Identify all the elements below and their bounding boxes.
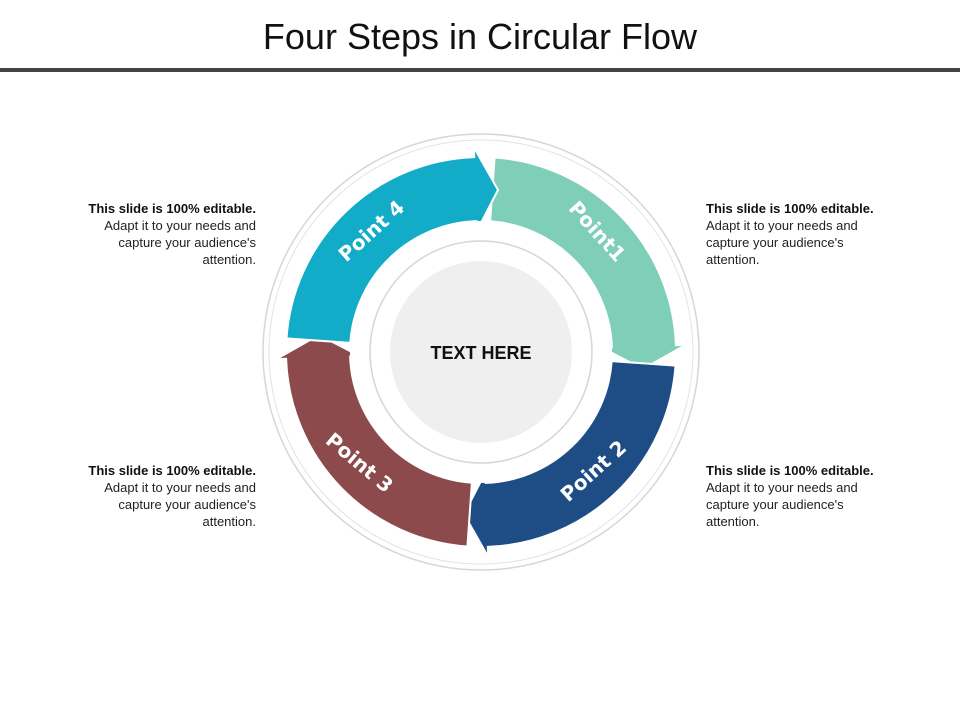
description-heading: This slide is 100% editable. — [88, 463, 256, 478]
center-hub — [390, 261, 572, 443]
center-text: TEXT HERE — [430, 343, 531, 363]
description-heading: This slide is 100% editable. — [706, 201, 874, 216]
slide-title: Four Steps in Circular Flow — [262, 16, 698, 57]
title-divider — [0, 68, 960, 72]
description-heading: This slide is 100% editable. — [88, 201, 256, 216]
description-top-left: This slide is 100% editable. Adapt it to… — [66, 200, 256, 268]
description-body: Adapt it to your needs and capture your … — [706, 218, 858, 267]
outer-ring-inner — [268, 139, 694, 565]
description-bottom-left: This slide is 100% editable. Adapt it to… — [66, 462, 256, 530]
description-heading: This slide is 100% editable. — [706, 463, 874, 478]
description-top-right: This slide is 100% editable. Adapt it to… — [706, 200, 896, 268]
description-body: Adapt it to your needs and capture your … — [104, 218, 256, 267]
description-body: Adapt it to your needs and capture your … — [104, 480, 256, 529]
outer-ring — [262, 133, 700, 571]
description-bottom-right: This slide is 100% editable. Adapt it to… — [706, 462, 896, 530]
description-body: Adapt it to your needs and capture your … — [706, 480, 858, 529]
